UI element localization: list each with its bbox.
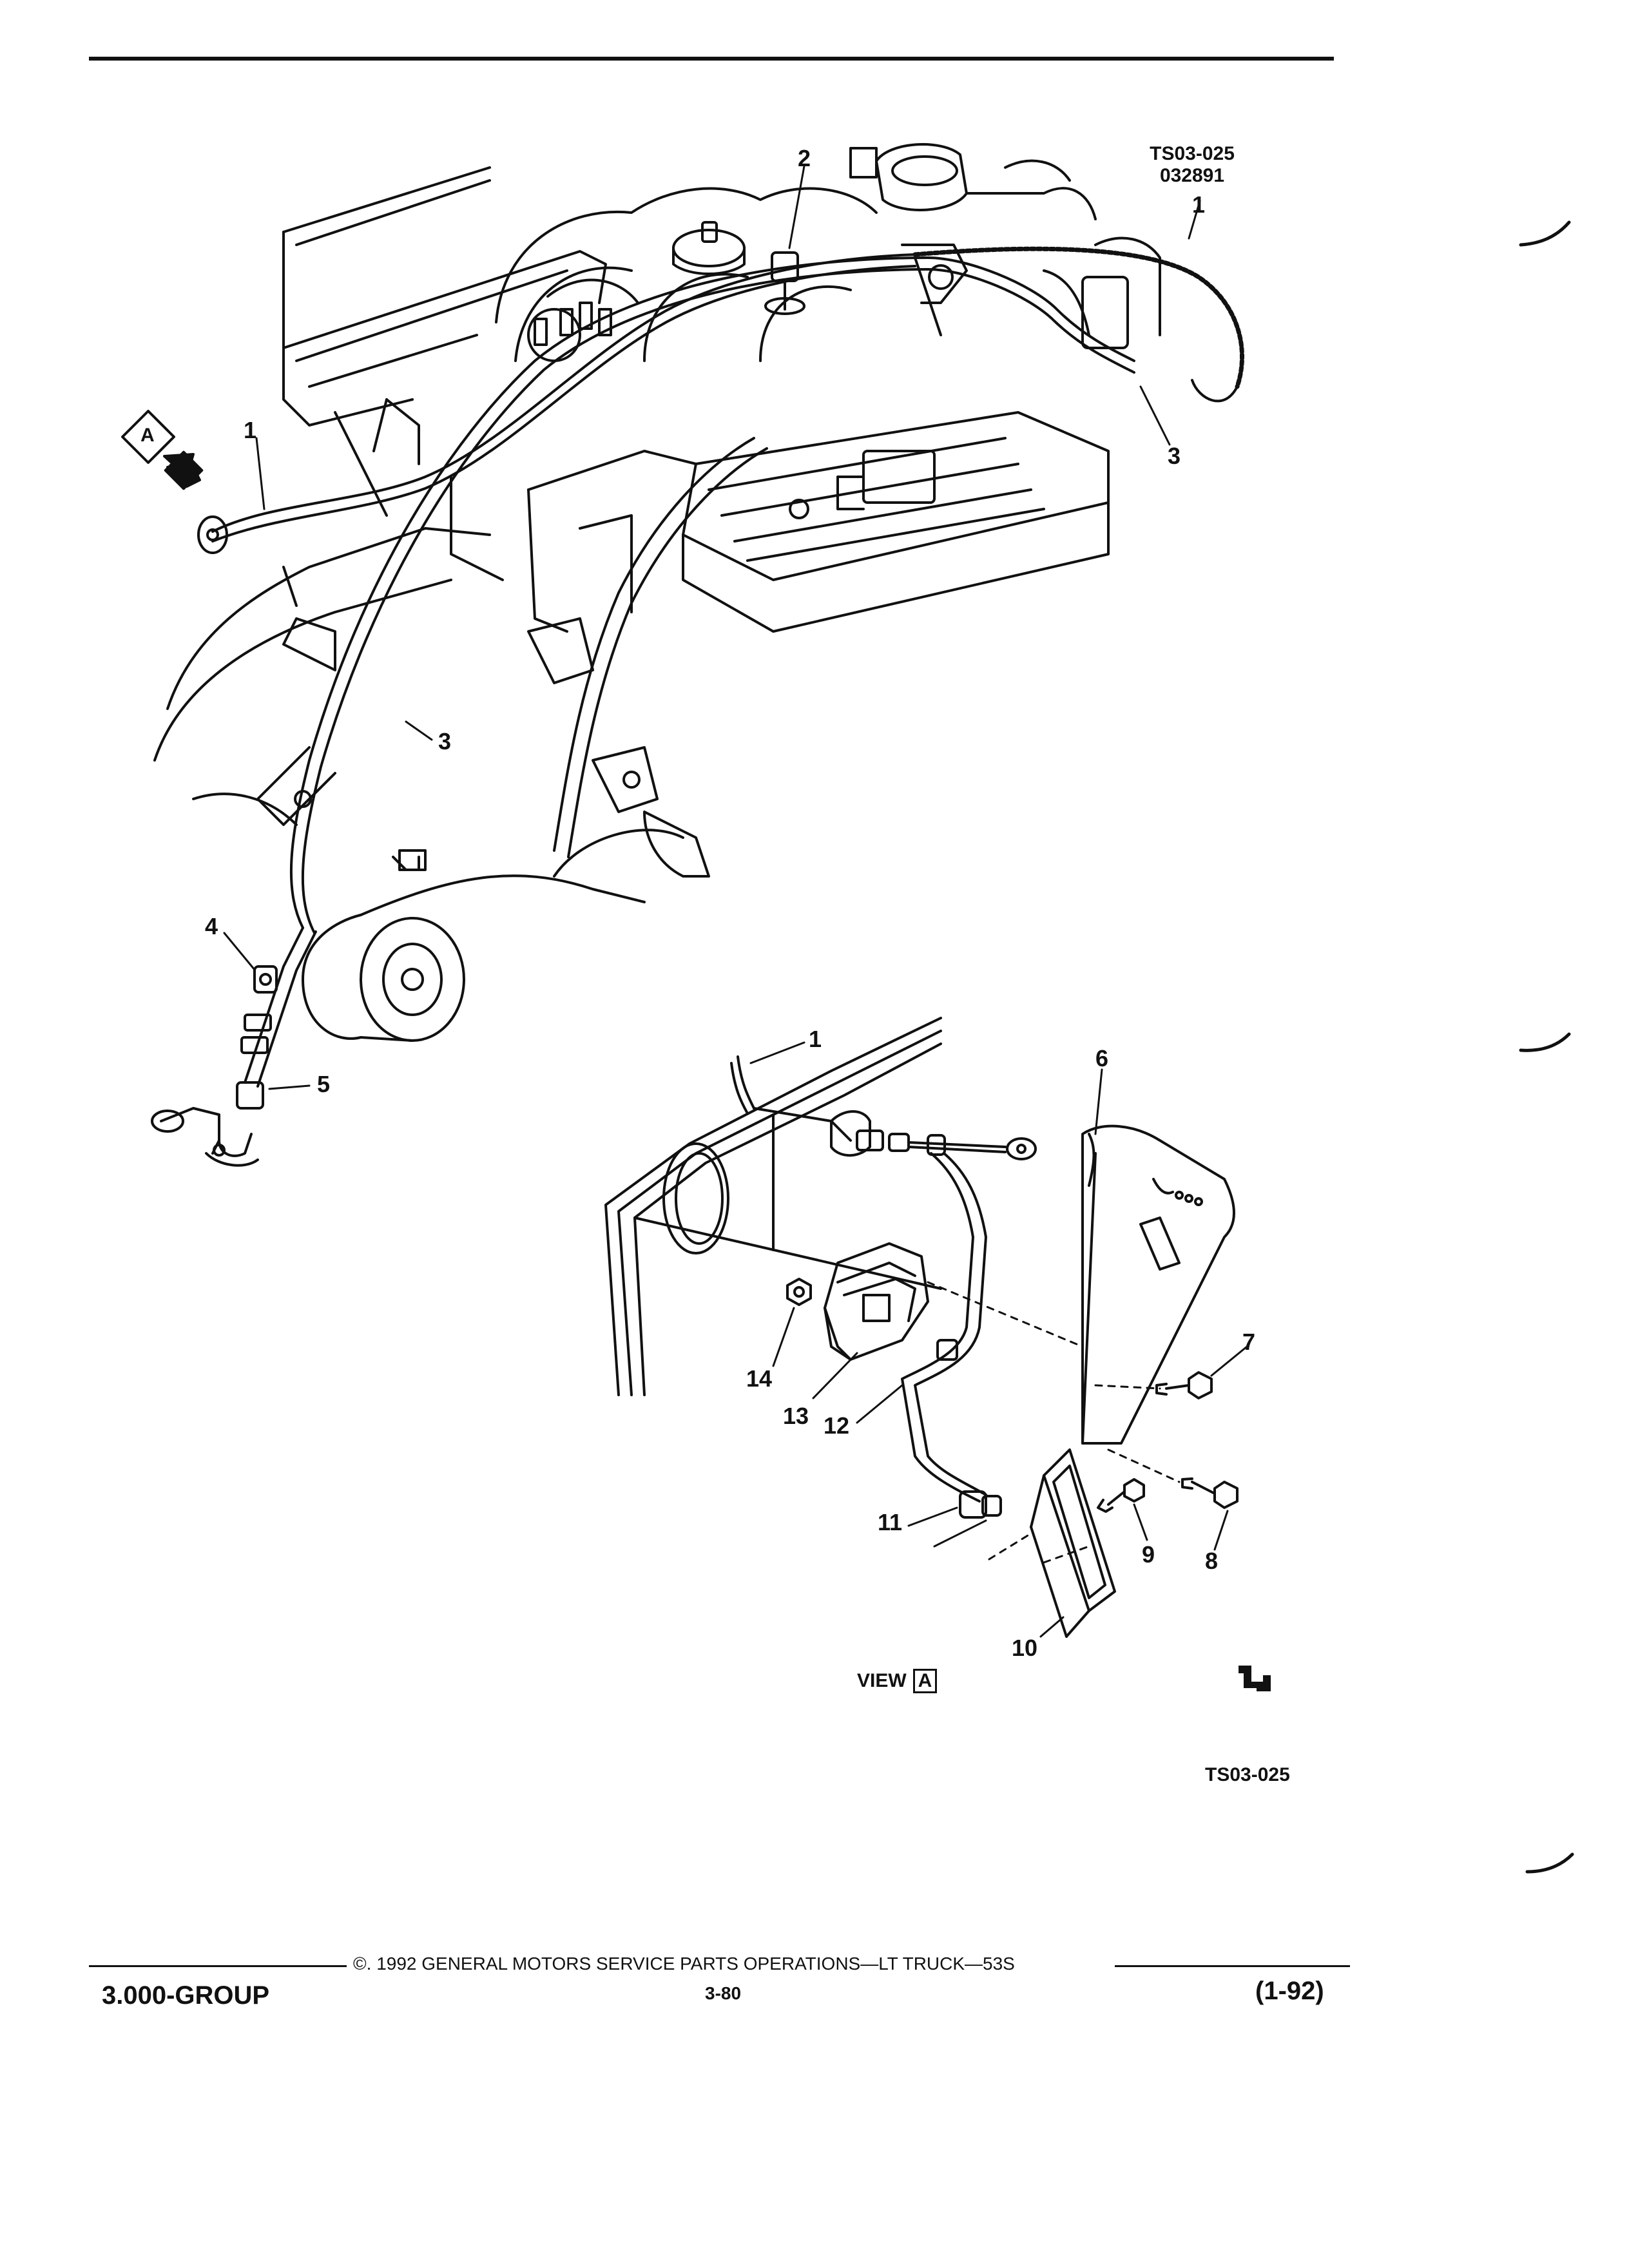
view-a-illustration <box>604 1017 1239 1638</box>
callout-3-mid: 3 <box>438 728 452 754</box>
view-a-label: VIEW A <box>857 1669 938 1693</box>
figure-id: TS03-025 <box>1150 143 1235 164</box>
callout-1-view-a: 1 <box>809 1026 822 1052</box>
callout-3-right: 3 <box>1168 443 1181 469</box>
view-box-letter: A <box>912 1669 938 1693</box>
view-a-arrow-marker <box>121 410 204 490</box>
footer-rule-right <box>1115 1965 1350 1967</box>
callout-10: 10 <box>1012 1635 1038 1661</box>
logo-mark <box>1239 1666 1271 1691</box>
engine-illustration <box>153 143 1161 1042</box>
footer-revision: (1-92) <box>1255 1977 1324 2005</box>
view-a-marker-letter: A <box>140 425 155 446</box>
leader-lines-upper <box>223 165 1201 1090</box>
callout-8: 8 <box>1205 1548 1219 1574</box>
cable-clip-2 <box>764 251 805 315</box>
cruise-cable-3 <box>244 256 1135 1088</box>
callout-6: 6 <box>1095 1045 1109 1072</box>
callout-13: 13 <box>783 1403 809 1429</box>
callout-14: 14 <box>746 1365 773 1392</box>
footer-page-number: 3-80 <box>705 1983 742 2003</box>
footer-rule-left <box>89 1965 347 1967</box>
view-label-text: VIEW <box>857 1670 907 1691</box>
figure-id-block: TS03-025 032891 <box>1121 143 1263 187</box>
figure-date: 032891 <box>1159 165 1225 186</box>
footer-copyright: ©. 1992 GENERAL MOTORS SERVICE PARTS OPE… <box>353 1954 1015 1974</box>
callout-1-top: 1 <box>1192 191 1206 218</box>
leader-lines-view-a <box>749 1041 1248 1638</box>
callout-9: 9 <box>1142 1541 1155 1568</box>
accelerator-cable-1 <box>197 246 1244 554</box>
callout-7: 7 <box>1242 1329 1256 1355</box>
footer-group: 3.000-GROUP <box>102 1981 270 2010</box>
callout-4: 4 <box>205 913 218 939</box>
callout-11: 11 <box>878 1509 903 1535</box>
cable-fittings-4-5 <box>151 965 278 1167</box>
header-rule <box>89 57 1334 61</box>
figure-code-bottom: TS03-025 <box>1205 1764 1290 1785</box>
callout-5: 5 <box>317 1071 331 1097</box>
callout-12: 12 <box>824 1412 850 1439</box>
callout-1-left: 1 <box>244 417 257 443</box>
callout-2: 2 <box>798 145 811 171</box>
